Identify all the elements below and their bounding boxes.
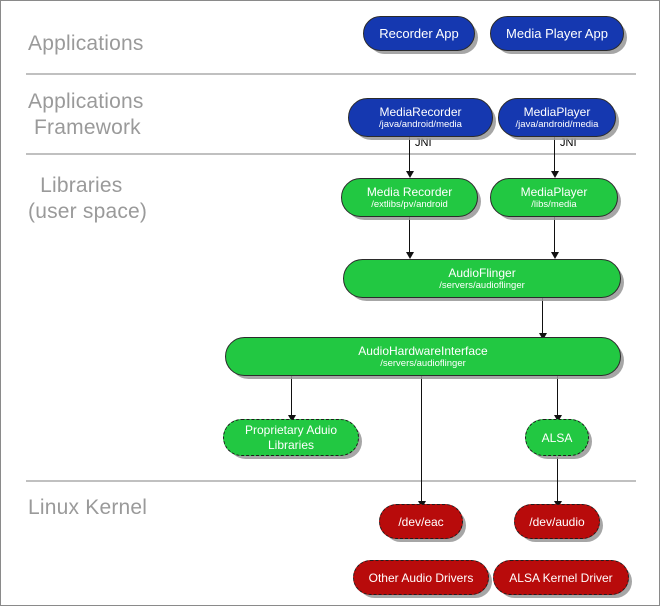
node-media-recorder-lib-sub: /extlibs/pv/android (371, 199, 448, 210)
layer-label-applications: Applications (28, 32, 144, 55)
node-media-player-app[interactable]: Media Player App (490, 16, 624, 51)
node-audioflinger-sub: /servers/audioflinger (439, 280, 525, 291)
connector-ahi-to-proprietary-libs (291, 376, 292, 418)
edge-label-jni-recorder: JNI (415, 137, 432, 149)
node-media-recorder-lib[interactable]: Media Recorder /extlibs/pv/android (341, 178, 478, 217)
node-audioflinger[interactable]: AudioFlinger /servers/audioflinger (343, 259, 621, 298)
connector-mediaplayer-lib-to-audioflinger (554, 217, 555, 255)
node-alsa[interactable]: ALSA (525, 419, 589, 456)
node-alsa-kernel-driver-title: ALSA Kernel Driver (509, 570, 613, 585)
edge-label-jni-player: JNI (560, 137, 577, 149)
node-recorder-app-title: Recorder App (379, 25, 459, 41)
divider-applications (26, 73, 636, 75)
node-proprietary-audio-libraries-title: Proprietary Aduio Libraries (244, 422, 338, 452)
node-dev-audio[interactable]: /dev/audio (514, 504, 600, 539)
node-dev-audio-title: /dev/audio (529, 514, 585, 529)
node-mediaplayer-lib-title: MediaPlayer (520, 185, 588, 199)
connector-mediaplayer-to-lib (554, 137, 555, 175)
node-recorder-app[interactable]: Recorder App (363, 16, 475, 51)
connector-ahi-to-alsa (557, 376, 558, 418)
arrowhead-mediarecorder-to-lib (406, 171, 414, 178)
node-audioflinger-title: AudioFlinger (448, 266, 516, 280)
node-media-player-app-title: Media Player App (506, 25, 608, 41)
node-alsa-kernel-driver[interactable]: ALSA Kernel Driver (493, 560, 629, 595)
node-mediaplayer-lib[interactable]: MediaPlayer /libs/media (490, 178, 618, 217)
node-audiohardwareinterface[interactable]: AudioHardwareInterface /servers/audiofli… (225, 337, 621, 376)
node-mediaplayer-framework[interactable]: MediaPlayer /java/android/media (498, 98, 616, 137)
node-mediarecorder-framework[interactable]: MediaRecorder /java/android/media (348, 98, 493, 137)
connector-audioflinger-to-ahi (542, 298, 543, 336)
connector-media-recorder-to-audioflinger (409, 217, 410, 255)
layer-label-applications-framework: Applications Framework (28, 90, 144, 139)
node-dev-eac[interactable]: /dev/eac (379, 504, 463, 539)
node-audiohardwareinterface-title: AudioHardwareInterface (358, 344, 488, 358)
node-audiohardwareinterface-sub: /servers/audioflinger (380, 358, 466, 369)
node-mediaplayer-lib-sub: /libs/media (531, 199, 577, 210)
layer-label-linux-kernel: Linux Kernel (28, 496, 148, 519)
node-media-recorder-lib-title: Media Recorder (366, 185, 453, 199)
connector-ahi-to-dev-eac (421, 376, 422, 504)
divider-libraries (26, 480, 636, 482)
node-mediaplayer-framework-sub: /java/android/media (515, 119, 599, 130)
node-proprietary-audio-libraries[interactable]: Proprietary Aduio Libraries (223, 419, 359, 456)
layer-label-libraries: Libraries (user space) (28, 174, 148, 223)
node-mediarecorder-framework-title: MediaRecorder (379, 105, 462, 119)
node-alsa-title: ALSA (541, 430, 573, 445)
arrowhead-media-recorder-to-audioflinger (406, 252, 414, 259)
node-other-audio-drivers[interactable]: Other Audio Drivers (353, 560, 489, 595)
node-mediaplayer-framework-title: MediaPlayer (523, 105, 591, 119)
node-dev-eac-title: /dev/eac (398, 514, 444, 529)
node-other-audio-drivers-title: Other Audio Drivers (368, 570, 474, 585)
connector-alsa-to-dev-audio (557, 457, 558, 503)
divider-applications-framework (26, 153, 636, 155)
arrowhead-mediaplayer-lib-to-audioflinger (551, 252, 559, 259)
connector-mediarecorder-to-lib (409, 137, 410, 175)
node-mediarecorder-framework-sub: /java/android/media (379, 119, 462, 130)
arrowhead-mediaplayer-to-lib (551, 171, 559, 178)
